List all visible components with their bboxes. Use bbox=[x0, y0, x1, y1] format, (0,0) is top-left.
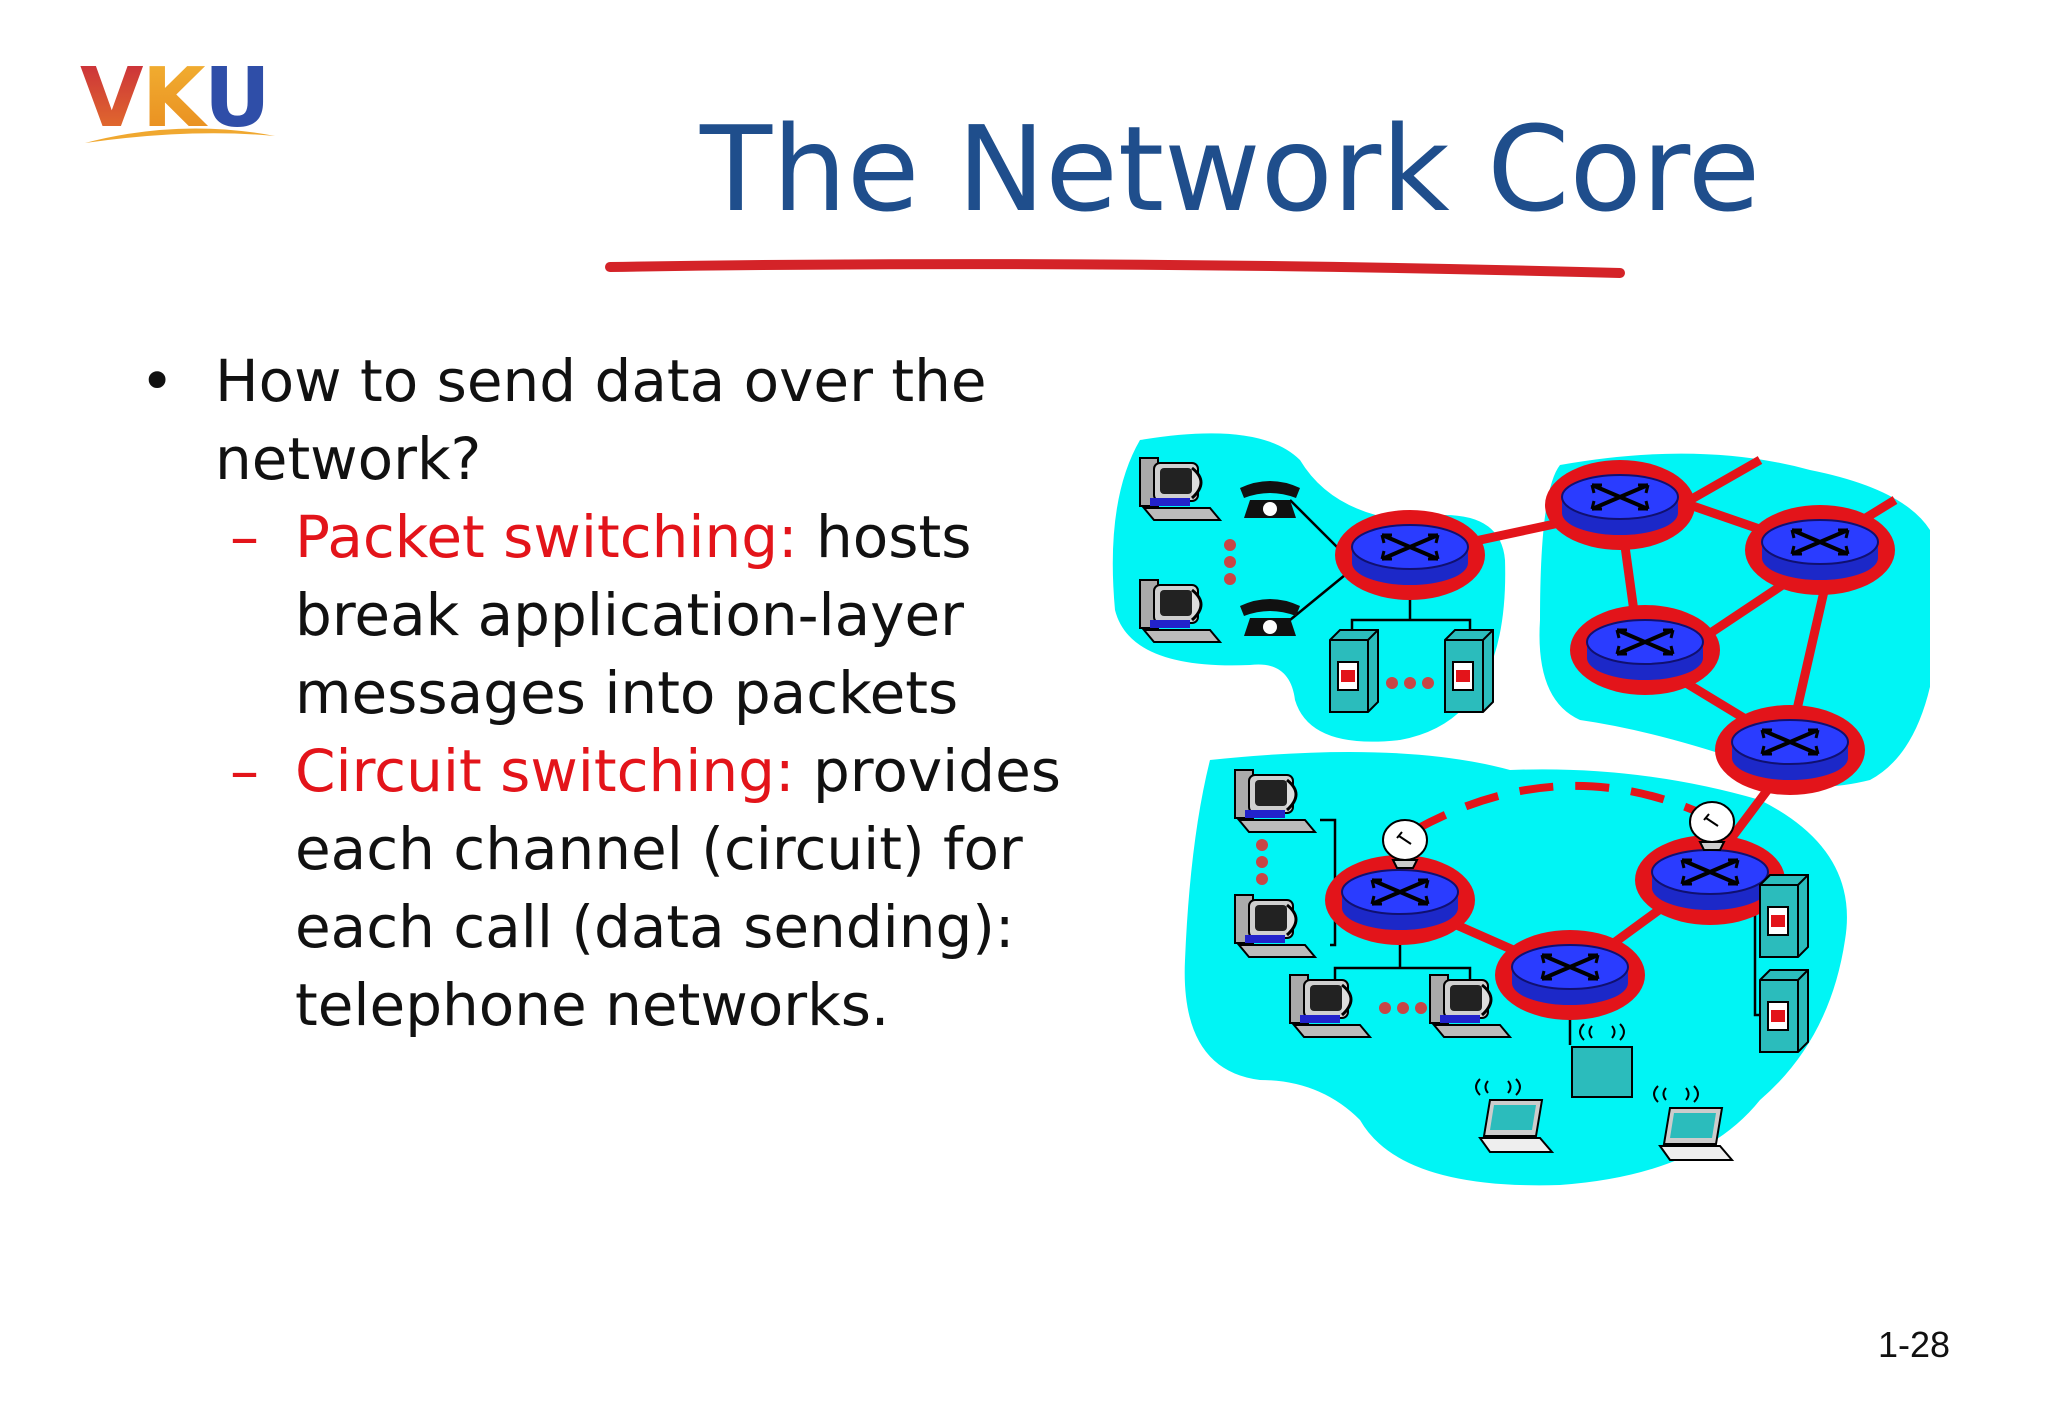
sub-bullet-packet-switching: – Packet switching: hosts break applicat… bbox=[140, 498, 1080, 732]
sub-bullet-circuit-switching: – Circuit switching: provides each chann… bbox=[140, 732, 1080, 1044]
sub-bullet-label: Packet switching: bbox=[295, 503, 798, 571]
server-icon bbox=[1759, 874, 1809, 958]
slide-title: The Network Core bbox=[700, 100, 1761, 238]
logo-text-u: U bbox=[204, 51, 271, 146]
network-core-diagram bbox=[1112, 433, 1930, 1186]
sub-bullet-dash: – bbox=[230, 503, 259, 571]
page-number: 1-28 bbox=[1877, 1324, 1950, 1365]
ellipsis-dots-icon bbox=[1379, 1002, 1427, 1014]
sub-bullet-label: Circuit switching: bbox=[295, 737, 795, 805]
server-icon bbox=[1329, 629, 1379, 713]
router-icon bbox=[1493, 928, 1647, 1022]
bullet-list: • How to send data over the network? – P… bbox=[140, 342, 1080, 1044]
router-icon bbox=[1568, 603, 1722, 697]
logo-text-v: V bbox=[80, 51, 144, 146]
logo-text-k: K bbox=[142, 51, 209, 146]
server-icon bbox=[1759, 969, 1809, 1053]
wireless-access-point-icon bbox=[1571, 1046, 1633, 1098]
sub-bullet-text: provides each channel (circuit) for each… bbox=[295, 737, 1061, 1039]
bullet-item: • How to send data over the network? bbox=[140, 342, 1080, 498]
router-icon bbox=[1713, 703, 1867, 797]
title-underline bbox=[605, 259, 1625, 278]
vku-logo: V K U bbox=[80, 51, 275, 146]
bullet-dot: • bbox=[140, 347, 175, 415]
ellipsis-dots-icon bbox=[1386, 677, 1434, 689]
router-icon bbox=[1333, 508, 1487, 602]
bullet-text: How to send data over the network? bbox=[215, 347, 987, 493]
sub-bullet-text: hosts break application-layer messages i… bbox=[295, 503, 972, 727]
ellipsis-dots-icon bbox=[1224, 539, 1236, 585]
router-icon bbox=[1543, 458, 1697, 552]
ellipsis-dots-icon bbox=[1256, 839, 1268, 885]
sub-bullet-dash: – bbox=[230, 737, 259, 805]
server-icon bbox=[1444, 629, 1494, 713]
router-icon bbox=[1743, 503, 1897, 597]
